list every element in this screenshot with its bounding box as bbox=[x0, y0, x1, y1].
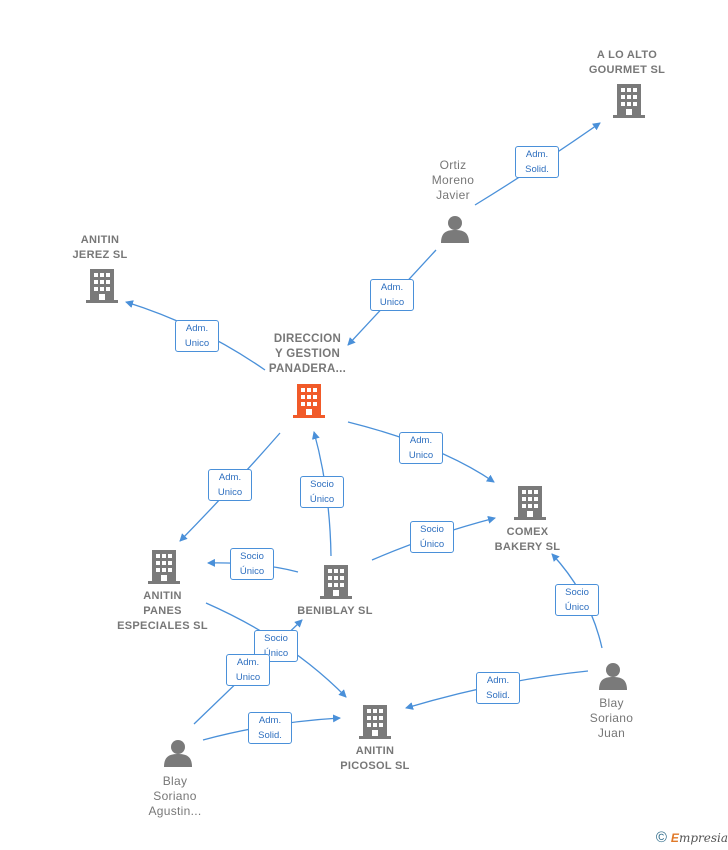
building-icon[interactable] bbox=[293, 384, 325, 418]
node-label-comex-bakery[interactable]: COMEX BAKERY SL bbox=[494, 526, 561, 553]
node-label-ortiz-moreno-javier[interactable]: Ortiz Moreno Javier bbox=[431, 158, 475, 202]
node-label-anitin-picosol[interactable]: ANITIN PICOSOL SL bbox=[340, 745, 410, 772]
brand-name: mpresia bbox=[678, 831, 728, 845]
building-icon[interactable] bbox=[320, 565, 352, 599]
node-label-beniblay[interactable]: BENIBLAY SL bbox=[297, 605, 373, 617]
copyright-icon: © bbox=[655, 829, 667, 846]
node-label-blay-soriano-juan[interactable]: Blay Soriano Juan bbox=[589, 696, 634, 740]
node-label-anitin-jerez[interactable]: ANITIN JEREZ SL bbox=[72, 234, 128, 261]
node-label-a-lo-alto-gourmet[interactable]: A LO ALTO GOURMET SL bbox=[588, 49, 666, 76]
edge-label-socio-unico[interactable]: Socio Único bbox=[410, 521, 454, 553]
node-label-blay-soriano-agustin[interactable]: Blay Soriano Agustin... bbox=[148, 774, 202, 818]
brand-initial: E bbox=[670, 831, 679, 845]
edge-label-socio-unico[interactable]: Socio Único bbox=[300, 476, 344, 508]
edge-label-adm-unico[interactable]: Adm. Unico bbox=[370, 279, 414, 311]
building-icon[interactable] bbox=[514, 486, 546, 520]
edge-label-adm-solid[interactable]: Adm. Solid. bbox=[515, 146, 559, 178]
edge-label-adm-unico[interactable]: Adm. Unico bbox=[226, 654, 270, 686]
person-icon[interactable] bbox=[441, 216, 469, 243]
node-label-direccion-y-gestion[interactable]: DIRECCION Y GESTION PANADERA... bbox=[268, 333, 347, 375]
edge-label-adm-solid[interactable]: Adm. Solid. bbox=[476, 672, 520, 704]
building-icon[interactable] bbox=[359, 705, 391, 739]
node-label-anitin-panes-especiales[interactable]: ANITIN PANES ESPECIALES SL bbox=[117, 590, 208, 632]
person-icon[interactable] bbox=[599, 663, 627, 690]
edge-label-adm-unico[interactable]: Adm. Unico bbox=[399, 432, 443, 464]
edge-label-socio-unico[interactable]: Socio Único bbox=[230, 548, 274, 580]
edge-label-adm-solid[interactable]: Adm. Solid. bbox=[248, 712, 292, 744]
empresia-watermark: ©Empresia bbox=[656, 829, 728, 846]
building-icon[interactable] bbox=[613, 84, 645, 118]
building-icon[interactable] bbox=[148, 550, 180, 584]
edge-label-socio-unico[interactable]: Socio Único bbox=[555, 584, 599, 616]
edge-label-adm-unico[interactable]: Adm. Unico bbox=[175, 320, 219, 352]
building-icon[interactable] bbox=[86, 269, 118, 303]
edge-label-adm-unico[interactable]: Adm. Unico bbox=[208, 469, 252, 501]
person-icon[interactable] bbox=[164, 740, 192, 767]
